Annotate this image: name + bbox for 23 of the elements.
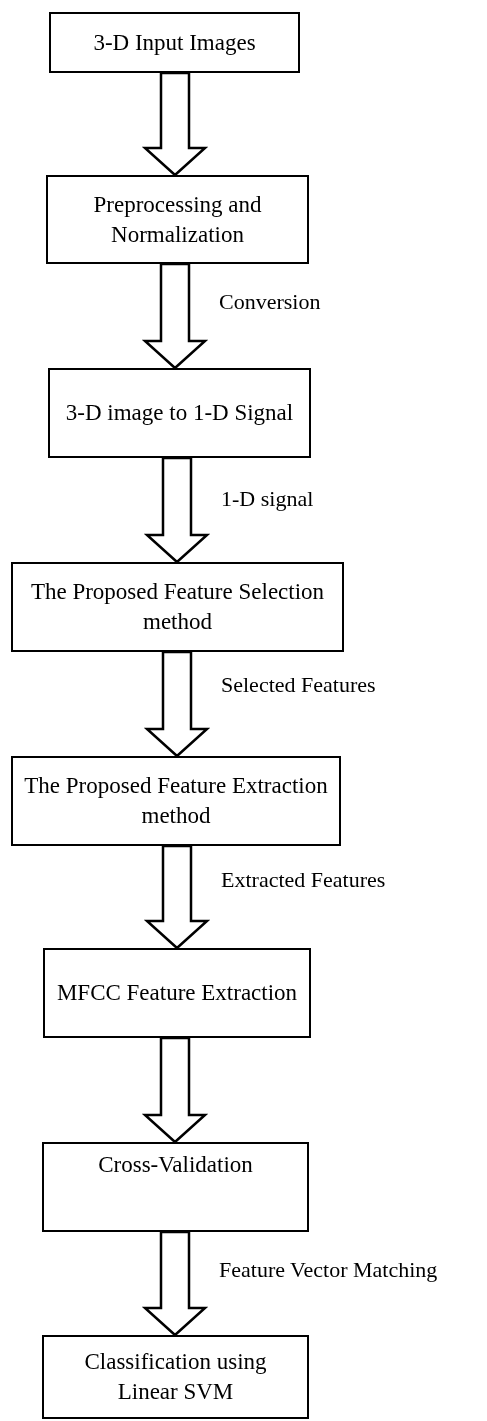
block-arrow [143, 844, 211, 950]
block-arrow [141, 71, 209, 177]
process-box [11, 756, 341, 846]
block-arrow [141, 262, 209, 370]
block-arrow [141, 1036, 209, 1144]
process-box [43, 948, 311, 1038]
block-arrow [143, 650, 211, 758]
box-text: The Proposed Feature Selection method [29, 578, 326, 636]
process-box [49, 12, 300, 73]
box-text: The Proposed Feature Extraction method [23, 772, 329, 830]
box-text: 3-D image to 1-D Signal [65, 399, 294, 427]
box-text: 3-D Input Images [93, 28, 256, 57]
box-text: Classification using Linear SVM [83, 1348, 268, 1406]
process-box [46, 175, 309, 264]
process-box [11, 562, 344, 652]
process-box [48, 368, 311, 458]
block-arrow [141, 1230, 209, 1337]
box-text: Cross-Validation [98, 1151, 253, 1179]
box-text: MFCC Feature Extraction [56, 979, 298, 1007]
block-arrow [143, 456, 211, 564]
box-text: Preprocessing and Normalization [92, 190, 263, 249]
process-box [42, 1142, 309, 1232]
process-box [42, 1335, 309, 1419]
